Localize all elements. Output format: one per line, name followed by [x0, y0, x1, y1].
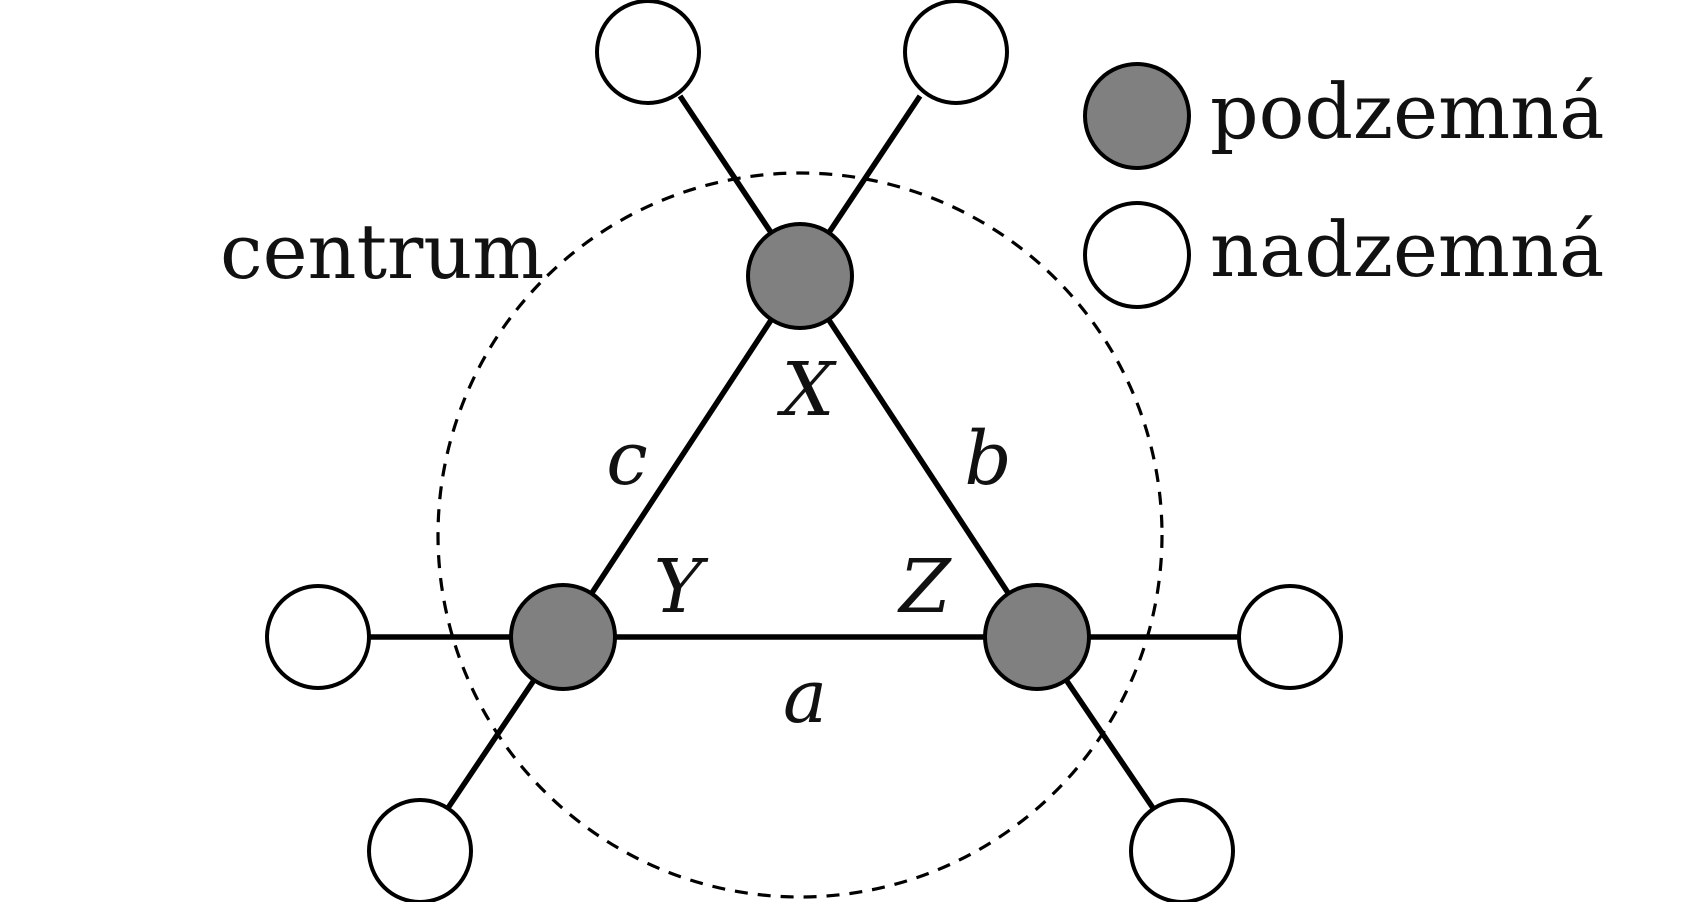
aboveground-station	[903, 0, 1009, 105]
legend-underground-label: podzemná	[1210, 67, 1604, 156]
underground-station-y	[509, 583, 617, 691]
node-label-z: Z	[897, 544, 952, 630]
aboveground-station	[1237, 584, 1343, 690]
node-label-y: Y	[654, 544, 709, 630]
edge-c	[560, 274, 803, 639]
edge-label-b: b	[964, 416, 1011, 502]
edge-label-a: a	[783, 654, 827, 740]
center-region-circle	[436, 171, 1164, 899]
edge-label-c: c	[606, 416, 647, 502]
node-label-x: X	[777, 347, 838, 433]
legend-aboveground-label: nadzemná	[1210, 205, 1604, 294]
center-region-label: centrum	[220, 207, 544, 296]
edge-b	[797, 274, 1040, 639]
aboveground-station	[265, 584, 371, 690]
legend-underground-marker	[1083, 62, 1191, 170]
aboveground-station	[595, 0, 701, 105]
aboveground-station	[1129, 798, 1235, 902]
legend-aboveground-marker	[1083, 201, 1191, 309]
aboveground-station	[367, 798, 473, 902]
underground-station-x	[746, 222, 854, 330]
legend: podzemná nadzemná	[1083, 62, 1604, 309]
underground-station-z	[983, 583, 1091, 691]
